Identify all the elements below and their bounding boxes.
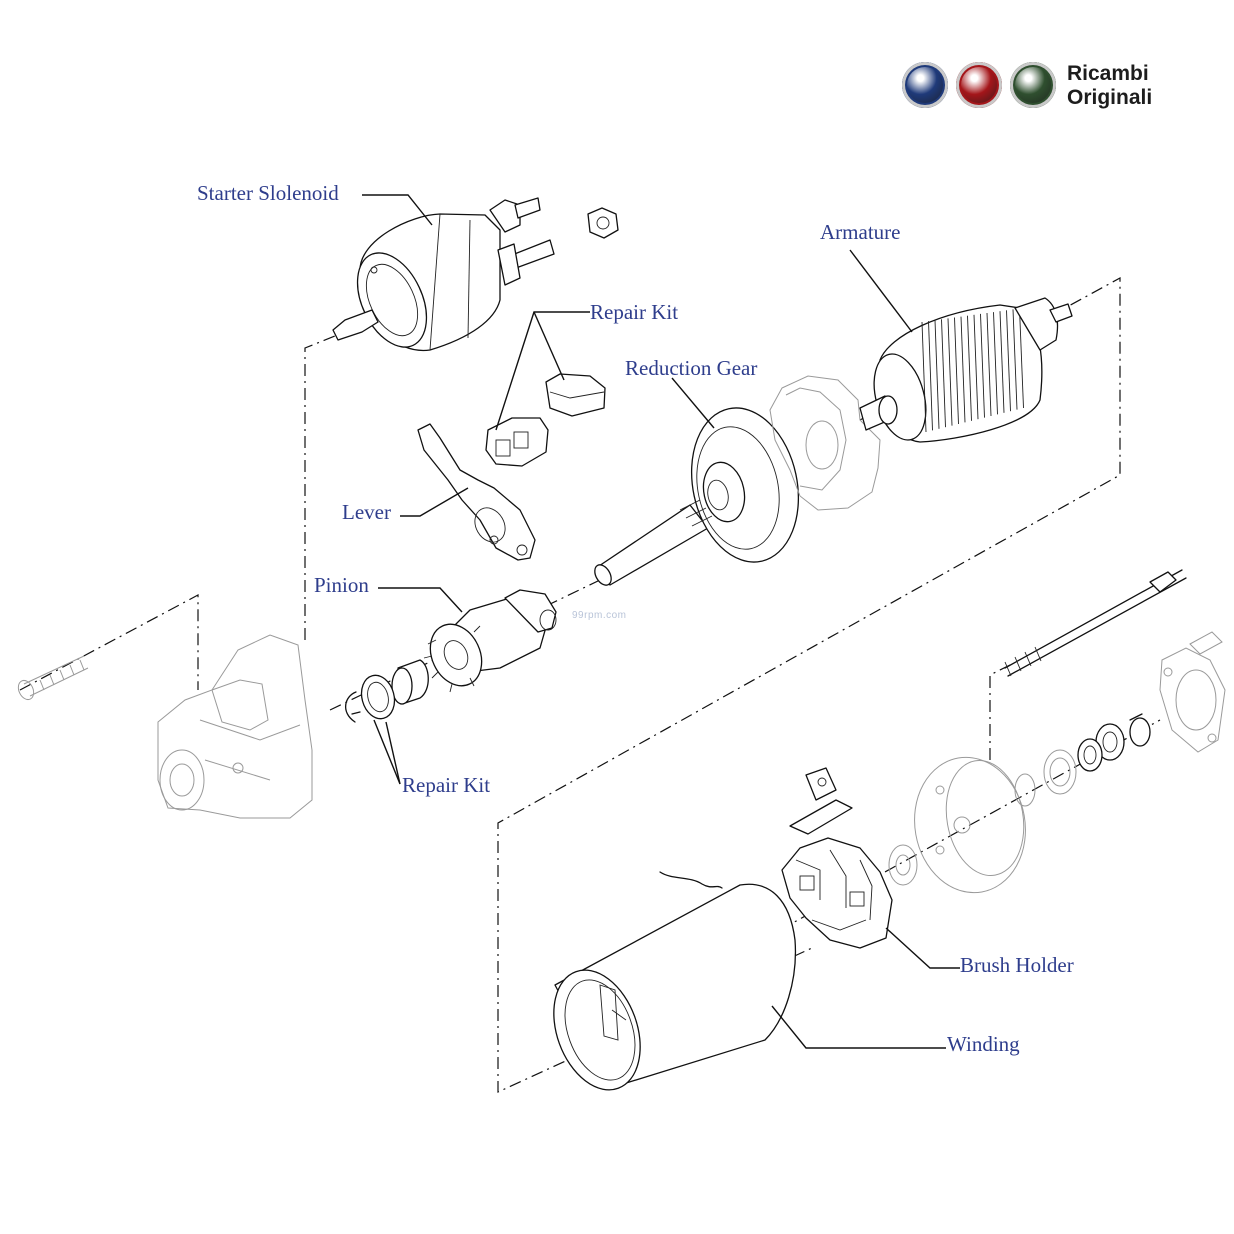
- commutator-end-frame-part: [914, 756, 1026, 894]
- armature-stripe: [947, 318, 953, 426]
- label-winding: Winding: [947, 1032, 1020, 1056]
- armature-stripe: [954, 317, 959, 425]
- repair-kit-top-parts: [485, 373, 606, 467]
- label-armature: Armature: [820, 220, 901, 244]
- through-bolt-part: [1004, 569, 1187, 677]
- pinion-part: [423, 589, 557, 693]
- logo-text: Ricambi Originali: [1067, 62, 1152, 110]
- label-lever: Lever: [342, 500, 391, 524]
- armature-stripe: [941, 319, 946, 428]
- washers-parts: [888, 713, 1151, 886]
- armature-stripe: [967, 315, 972, 421]
- armature-stripe: [928, 321, 933, 431]
- mounting-bolt-part: [17, 655, 89, 701]
- armature-stripe: [993, 312, 998, 415]
- armature-stripe: [921, 321, 927, 433]
- label-starter-solenoid: Starter Slolenoid: [197, 181, 339, 205]
- armature-stripe: [986, 312, 992, 417]
- reduction-gear-part: [594, 407, 800, 586]
- repair-kit-bottom-parts: [345, 659, 429, 723]
- label-pinion: Pinion: [314, 573, 369, 597]
- armature-stripe: [960, 316, 966, 423]
- label-repair-kit-top: Repair Kit: [590, 300, 679, 324]
- armature-stripe: [980, 313, 985, 418]
- watermark: 99rpm.com: [572, 610, 627, 621]
- logo-line-1: Ricambi: [1067, 62, 1149, 85]
- lever-part: [417, 423, 536, 561]
- end-cap-part: [1159, 631, 1226, 753]
- lancia-logo-icon: [902, 62, 948, 108]
- winding-part: [553, 871, 797, 1091]
- nut-part: [587, 207, 619, 239]
- armature-stripe: [1006, 310, 1011, 412]
- label-repair-kit-bottom: Repair Kit: [402, 773, 491, 797]
- armature-part: [859, 297, 1073, 443]
- label-brush-holder: Brush Holder: [960, 953, 1074, 977]
- armature-stripe: [1019, 308, 1024, 409]
- leader-lines: [362, 194, 960, 1049]
- alfa-romeo-logo-icon: [1010, 62, 1056, 108]
- ricambi-originali-logo: Ricambi Originali: [900, 58, 1170, 114]
- brush-holder-part: [781, 767, 893, 949]
- label-reduction-gear: Reduction Gear: [625, 356, 758, 380]
- armature-stripe: [999, 311, 1005, 413]
- drive-end-housing-part: [157, 634, 313, 819]
- intermediate-plate-part: [769, 375, 881, 511]
- logo-line-2: Originali: [1067, 86, 1153, 109]
- armature-stripe: [973, 314, 979, 420]
- fiat-logo-icon: [956, 62, 1002, 108]
- starter-solenoid-part: [332, 197, 555, 352]
- armature-stripe: [1012, 309, 1018, 410]
- armature-stripe: [934, 320, 940, 429]
